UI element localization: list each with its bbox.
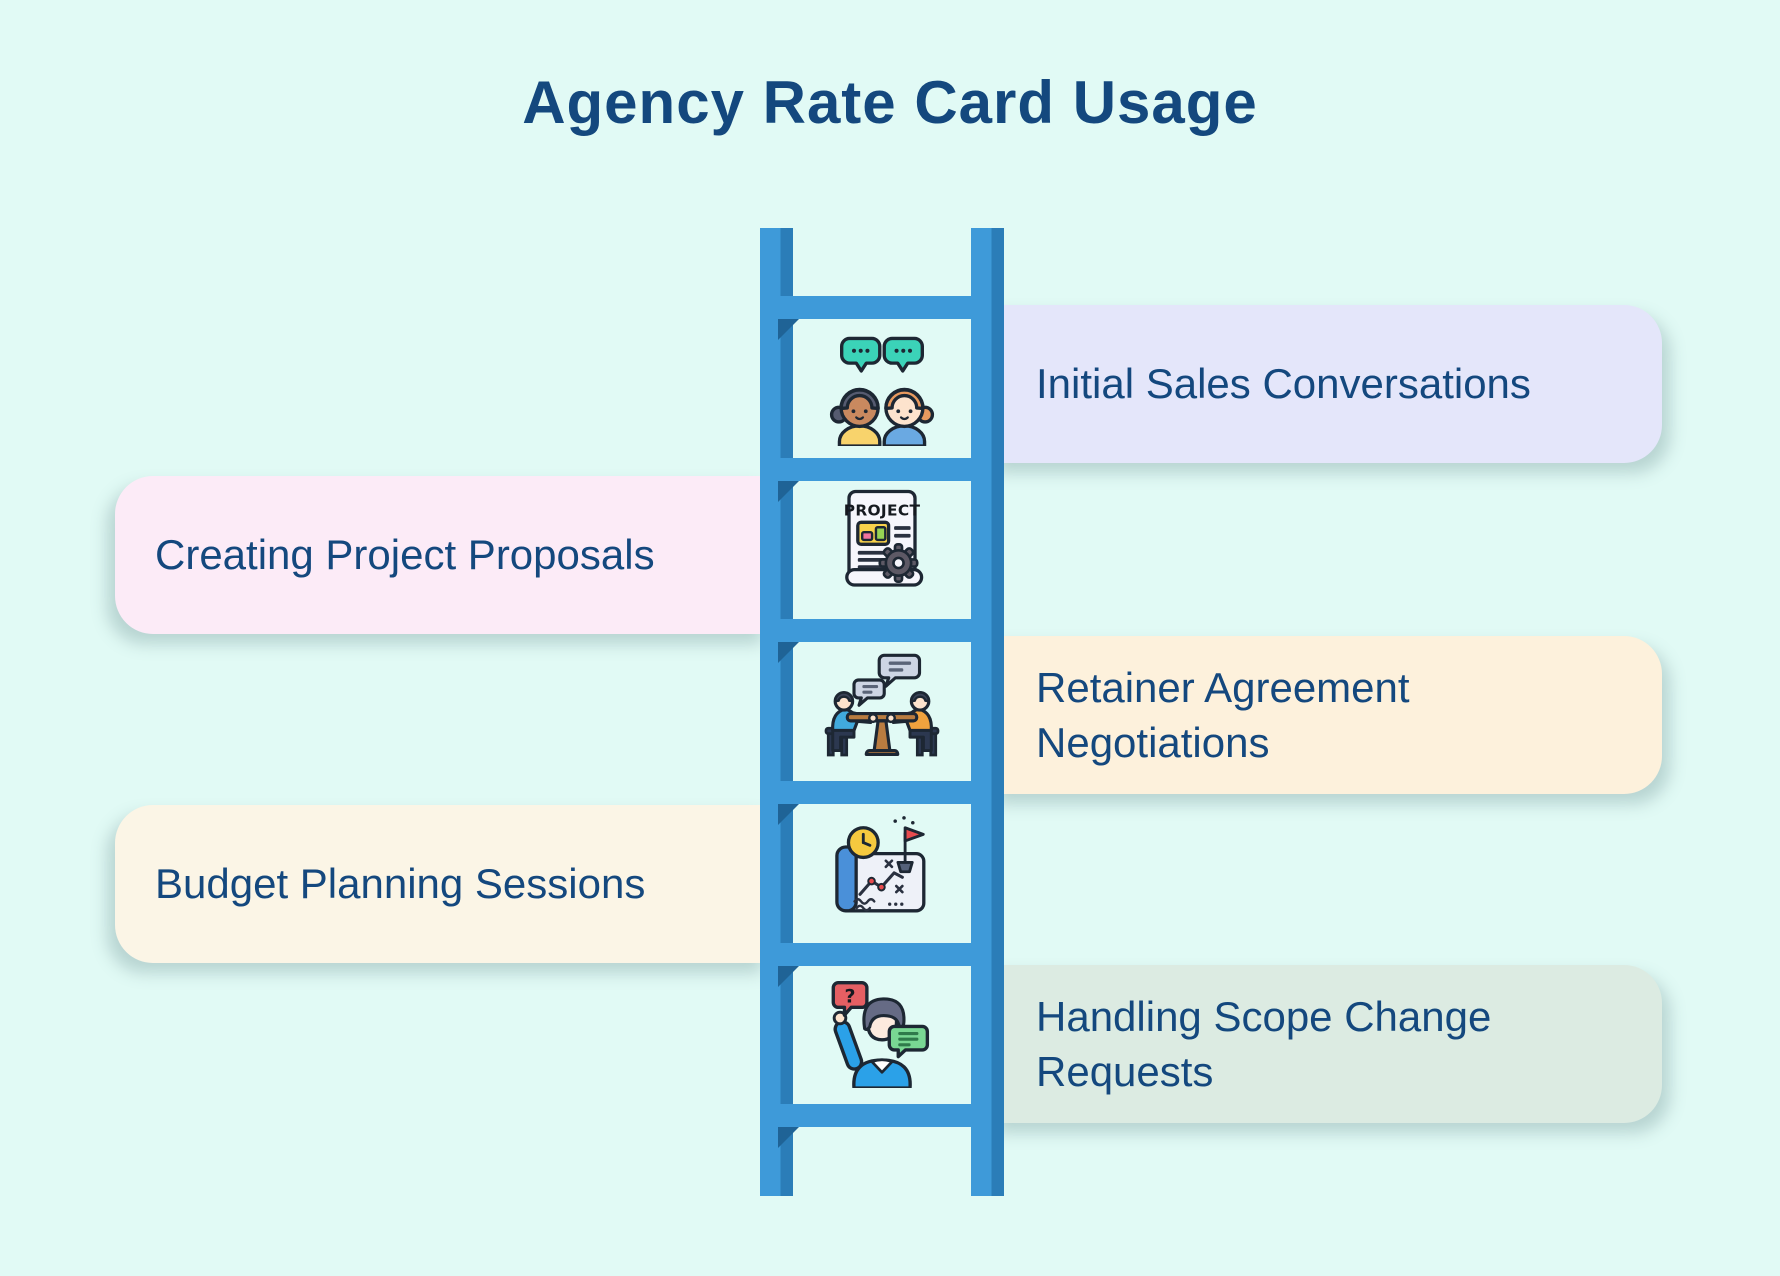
ladder-rung	[778, 458, 986, 502]
scope-change-icon: ?	[824, 976, 940, 1088]
project-document-icon: PROJECT	[826, 486, 938, 596]
card-handling-scope-change-requests: Handling Scope Change Requests	[988, 965, 1662, 1123]
ladder-rung	[778, 781, 986, 825]
ladder-rung	[778, 1104, 986, 1148]
negotiation-table-icon	[818, 652, 946, 764]
svg-text:?: ?	[845, 985, 856, 1007]
ladder-rung	[778, 296, 986, 340]
people-chat-icon	[824, 334, 940, 446]
card-budget-planning-sessions: Budget Planning Sessions	[115, 805, 770, 963]
page-title: Agency Rate Card Usage	[522, 69, 1258, 136]
ladder-right-rail	[971, 228, 1004, 1196]
ladder-rung	[778, 943, 986, 987]
card-retainer-agreement-negotiations: Retainer Agreement Negotiations	[988, 636, 1662, 794]
card-label: Budget Planning Sessions	[155, 860, 646, 908]
ladder-left-rail	[760, 228, 793, 1196]
ladder-rung	[778, 619, 986, 663]
budget-planning-icon	[824, 814, 940, 924]
card-label: Initial Sales Conversations	[1036, 360, 1531, 408]
card-initial-sales-conversations: Initial Sales Conversations	[988, 305, 1662, 463]
card-label: Creating Project Proposals	[155, 531, 655, 579]
card-creating-project-proposals: Creating Project Proposals	[115, 476, 770, 634]
card-label: Retainer Agreement Negotiations	[1036, 663, 1410, 766]
svg-text:PROJECT: PROJECT	[844, 502, 921, 520]
card-label: Handling Scope Change Requests	[1036, 992, 1492, 1095]
